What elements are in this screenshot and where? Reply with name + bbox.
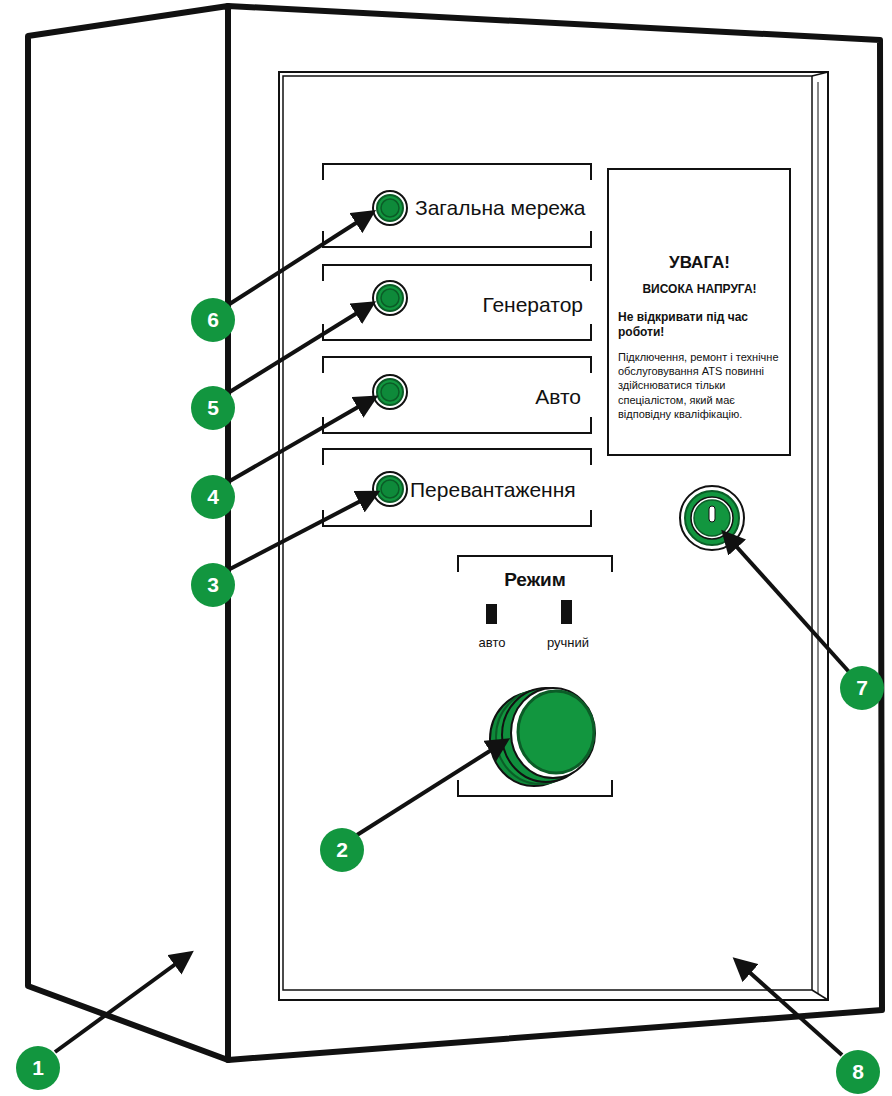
callout-number: 5: [191, 386, 235, 430]
warning-body: Підключення, ремонт і технічне обслугову…: [618, 350, 781, 421]
front-panel: [279, 72, 828, 1000]
key-switch: [680, 486, 744, 550]
warning-note: Не відкривати під час роботи!: [618, 310, 781, 341]
mode-mark: [486, 604, 497, 624]
indicator-label: Перевантаження: [410, 478, 576, 502]
indicator-frame: Перевантаження: [323, 449, 591, 526]
callout-number: 3: [191, 563, 235, 607]
cabinet-front: [228, 6, 882, 1060]
indicator-frame: Генератор: [323, 265, 591, 340]
mode-option: ручний: [547, 635, 589, 650]
indicator-label: Загальна мережа: [415, 196, 586, 220]
warning-subheading: ВИСОКА НАПРУГА!: [618, 282, 781, 298]
callout-number: 7: [840, 666, 884, 710]
mode-option: авто: [479, 635, 506, 650]
callout-number: 2: [320, 828, 364, 872]
indicator-frame: Загальна мережа: [323, 164, 591, 247]
panel-inner-edge: [283, 76, 812, 990]
mode-mark: [561, 600, 572, 624]
callout-number: 6: [191, 298, 235, 342]
warning-heading: УВАГА!: [618, 252, 781, 274]
indicator-frame: Авто: [323, 357, 591, 433]
mode-selector-frame: Режим авто ручний: [458, 556, 612, 656]
callout-number: 4: [191, 475, 235, 519]
warning-plate: УВАГА! ВИСОКА НАПРУГА! Не відкривати під ч…: [607, 168, 791, 456]
indicator-lamps: [373, 191, 407, 506]
indicator-brackets: [323, 164, 612, 796]
callout-number: 1: [16, 1046, 60, 1090]
mode-heading: Режим: [504, 569, 566, 591]
cabinet-side: [28, 6, 228, 1060]
mode-button: [490, 688, 595, 786]
indicator-label: Генератор: [482, 293, 583, 317]
callout-number: 8: [836, 1050, 880, 1094]
indicator-label: Авто: [535, 385, 581, 409]
